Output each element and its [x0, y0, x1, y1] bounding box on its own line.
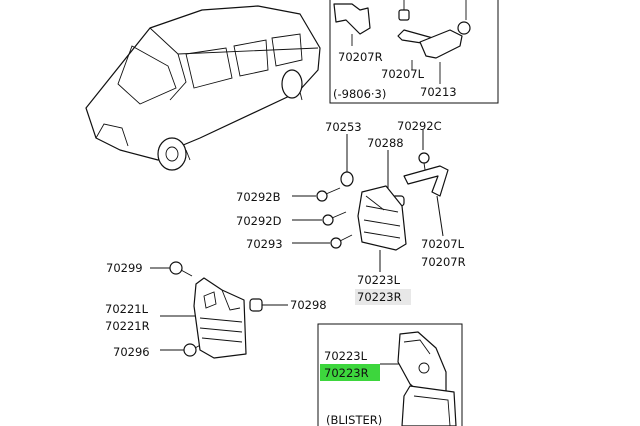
label-70207R-top: 70207R: [338, 50, 383, 64]
label-70253: 70253: [325, 120, 362, 134]
label-70207R-mid: 70207R: [421, 255, 466, 269]
label-70298: 70298: [290, 298, 327, 312]
vehicle-illustration: [85, 5, 321, 171]
upper-bracket-box: [329, 0, 499, 104]
label-70213: 70213: [420, 85, 457, 99]
label-70223R-mid: 70223R: [357, 290, 402, 304]
highlight-70223R-bottom: [320, 364, 380, 381]
label-70223L-bottom: 70223L: [324, 349, 368, 363]
label-70207L-top: 70207L: [381, 67, 425, 81]
label-70221R: 70221R: [105, 319, 150, 333]
label-70207L-mid: 70207L: [421, 237, 465, 251]
highlight-70223R-mid: [355, 289, 411, 305]
blister-pack-box: [317, 323, 463, 426]
label-70293: 70293: [246, 237, 283, 251]
label-70288: 70288: [367, 136, 404, 150]
label-70292D: 70292D: [236, 214, 282, 228]
label-70299: 70299: [106, 261, 143, 275]
label-70296: 70296: [113, 345, 150, 359]
label-70223L-mid: 70223L: [357, 273, 401, 287]
front-mudguard-assembly: [150, 261, 288, 359]
label-blister: (BLISTER): [326, 413, 382, 426]
label-date-range: (-9806·3): [333, 87, 386, 101]
rear-mudguard-assembly: [292, 130, 449, 272]
label-70223R-bottom: 70223R: [324, 366, 369, 380]
label-70221L: 70221L: [105, 302, 149, 316]
label-70292C: 70292C: [397, 119, 442, 133]
label-70292B: 70292B: [236, 190, 281, 204]
